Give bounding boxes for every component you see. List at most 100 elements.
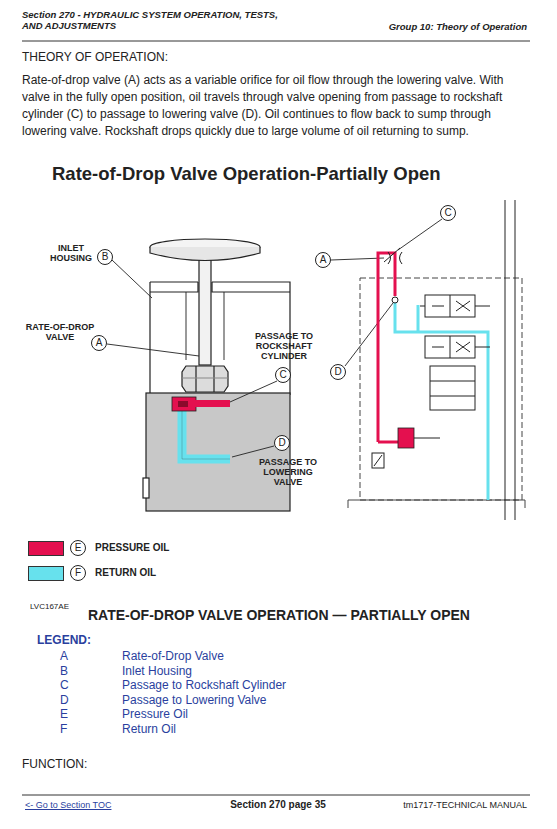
callout-circle: C bbox=[275, 367, 291, 383]
hydraulic-schematic bbox=[515, 200, 516, 520]
manual-id: tm1717-TECHNICAL MANUAL bbox=[403, 800, 527, 811]
hydraulic-schematic bbox=[425, 295, 475, 317]
rule-lines bbox=[22, 41, 530, 795]
group-header: Group 10: Theory of Operation bbox=[389, 21, 527, 32]
callout-circle: C bbox=[440, 205, 456, 221]
valve-illustration bbox=[223, 292, 224, 360]
legend-swatch bbox=[28, 566, 64, 581]
legend-description: Inlet Housing bbox=[122, 664, 192, 678]
callout-letter: C bbox=[444, 208, 451, 218]
legend-description: Pressure Oil bbox=[122, 707, 188, 721]
legend-text: RETURN OIL bbox=[95, 567, 156, 579]
legend-description: Passage to Lowering Valve bbox=[122, 693, 267, 707]
figure-code: LVC167AE bbox=[30, 602, 69, 612]
hydraulic-schematic bbox=[420, 306, 490, 347]
leader-lines bbox=[331, 258, 384, 260]
valve-illustration bbox=[182, 377, 228, 378]
callout-letter: D bbox=[334, 367, 341, 377]
leader-lines bbox=[232, 446, 274, 457]
figure-title: Rate-of-Drop Valve Operation-Partially O… bbox=[52, 163, 441, 185]
valve-illustration bbox=[150, 247, 260, 261]
hydraulic-schematic bbox=[432, 342, 470, 352]
oil-passages bbox=[172, 397, 230, 459]
hydraulic-schematic bbox=[417, 305, 420, 332]
leader-lines bbox=[107, 344, 199, 356]
valve-illustration bbox=[213, 366, 214, 392]
legend-description: Passage to Rockshaft Cylinder bbox=[122, 678, 286, 692]
legend-heading: LEGEND: bbox=[37, 633, 91, 647]
callout-letter: A bbox=[96, 338, 103, 348]
leader-lines bbox=[230, 381, 277, 402]
valve-illustration bbox=[182, 366, 228, 392]
legend-description: Return Oil bbox=[122, 722, 176, 736]
hydraulic-schematic bbox=[392, 297, 398, 303]
callout-circle: D bbox=[330, 364, 346, 380]
valve-illustration bbox=[146, 393, 290, 511]
part-label: PASSAGE TO LOWERING VALVE bbox=[252, 457, 324, 487]
figure-caption: RATE-OF-DROP VALVE OPERATION — PARTIALLY… bbox=[88, 607, 470, 624]
hydraulic-schematic bbox=[348, 200, 525, 520]
hydraulic-schematic bbox=[450, 336, 451, 358]
hydraulic-schematic bbox=[395, 300, 488, 500]
rule-lines bbox=[22, 795, 530, 796]
return-oil-passage bbox=[182, 410, 230, 459]
callout-circle: B bbox=[97, 249, 113, 265]
section-header: Section 270 - HYDRAULIC SYSTEM OPERATION… bbox=[22, 9, 284, 32]
legend-description: Rate-of-Drop Valve bbox=[122, 649, 224, 663]
toc-link: <- Go to Section TOC bbox=[25, 800, 111, 811]
hydraulic-schematic bbox=[384, 248, 400, 262]
oil-passages bbox=[178, 401, 188, 407]
hydraulic-schematic bbox=[425, 336, 475, 358]
part-label: RATE-OF-DROP VALVE bbox=[20, 322, 100, 342]
section-heading: THEORY OF OPERATION: bbox=[22, 50, 168, 64]
valve-illustration bbox=[199, 253, 211, 365]
pressure-oil-chamber bbox=[172, 397, 196, 411]
legend-text: PRESSURE OIL bbox=[95, 542, 169, 554]
leader-lines bbox=[112, 260, 152, 298]
valve-illustration bbox=[185, 292, 186, 360]
section-heading: FUNCTION: bbox=[22, 757, 87, 771]
hydraulic-schematic bbox=[374, 455, 382, 466]
legend-letter: C bbox=[60, 678, 69, 692]
hydraulic-schematic bbox=[414, 438, 440, 439]
hydraulic-schematic bbox=[378, 253, 395, 442]
legend-letter: D bbox=[60, 693, 69, 707]
oil-passages bbox=[182, 410, 230, 459]
callout-letter: C bbox=[279, 370, 286, 380]
legend-letter: B bbox=[60, 664, 68, 678]
legend-letter: E bbox=[60, 707, 68, 721]
leader-lines bbox=[398, 219, 442, 250]
hydraulic-schematic bbox=[398, 428, 414, 448]
body-paragraph: Rate-of-drop valve (A) acts as a variabl… bbox=[22, 72, 534, 140]
legend-letter: F bbox=[60, 722, 67, 736]
page-number: Section 270 page 35 bbox=[230, 799, 326, 811]
hydraulic-schematic bbox=[372, 453, 384, 468]
hydraulic-schematic bbox=[505, 200, 506, 520]
callout-circle: A bbox=[91, 335, 107, 351]
legend-letter: A bbox=[60, 649, 68, 663]
hydraulic-schematic bbox=[430, 366, 475, 410]
valve-illustration bbox=[212, 282, 290, 292]
valve-illustration bbox=[150, 282, 198, 292]
callout-letter: A bbox=[320, 255, 327, 265]
part-label: INLET HOUSING bbox=[42, 243, 100, 263]
legend-swatch bbox=[28, 541, 64, 556]
callout-circle: D bbox=[274, 435, 290, 451]
part-label: PASSAGE TO ROCKSHAFT CYLINDER bbox=[248, 331, 320, 361]
valve-illustration bbox=[195, 366, 196, 392]
rule-lines bbox=[22, 41, 530, 42]
hydraulic-schematic bbox=[348, 500, 525, 508]
hydraulic-schematic bbox=[430, 381, 475, 396]
callout-circle: F bbox=[70, 565, 86, 581]
hydraulic-schematic bbox=[388, 252, 402, 264]
pressure-oil-passage bbox=[194, 400, 230, 407]
callout-letter: E bbox=[75, 543, 82, 553]
hydraulic-schematic bbox=[450, 295, 451, 317]
hydraulic-schematic bbox=[360, 278, 522, 500]
callout-letter: B bbox=[102, 252, 109, 262]
valve-illustration bbox=[143, 478, 149, 498]
callout-circle: E bbox=[70, 540, 86, 556]
callout-letter: F bbox=[75, 568, 81, 578]
callout-letter: D bbox=[278, 438, 285, 448]
callout-circle: A bbox=[315, 252, 331, 268]
